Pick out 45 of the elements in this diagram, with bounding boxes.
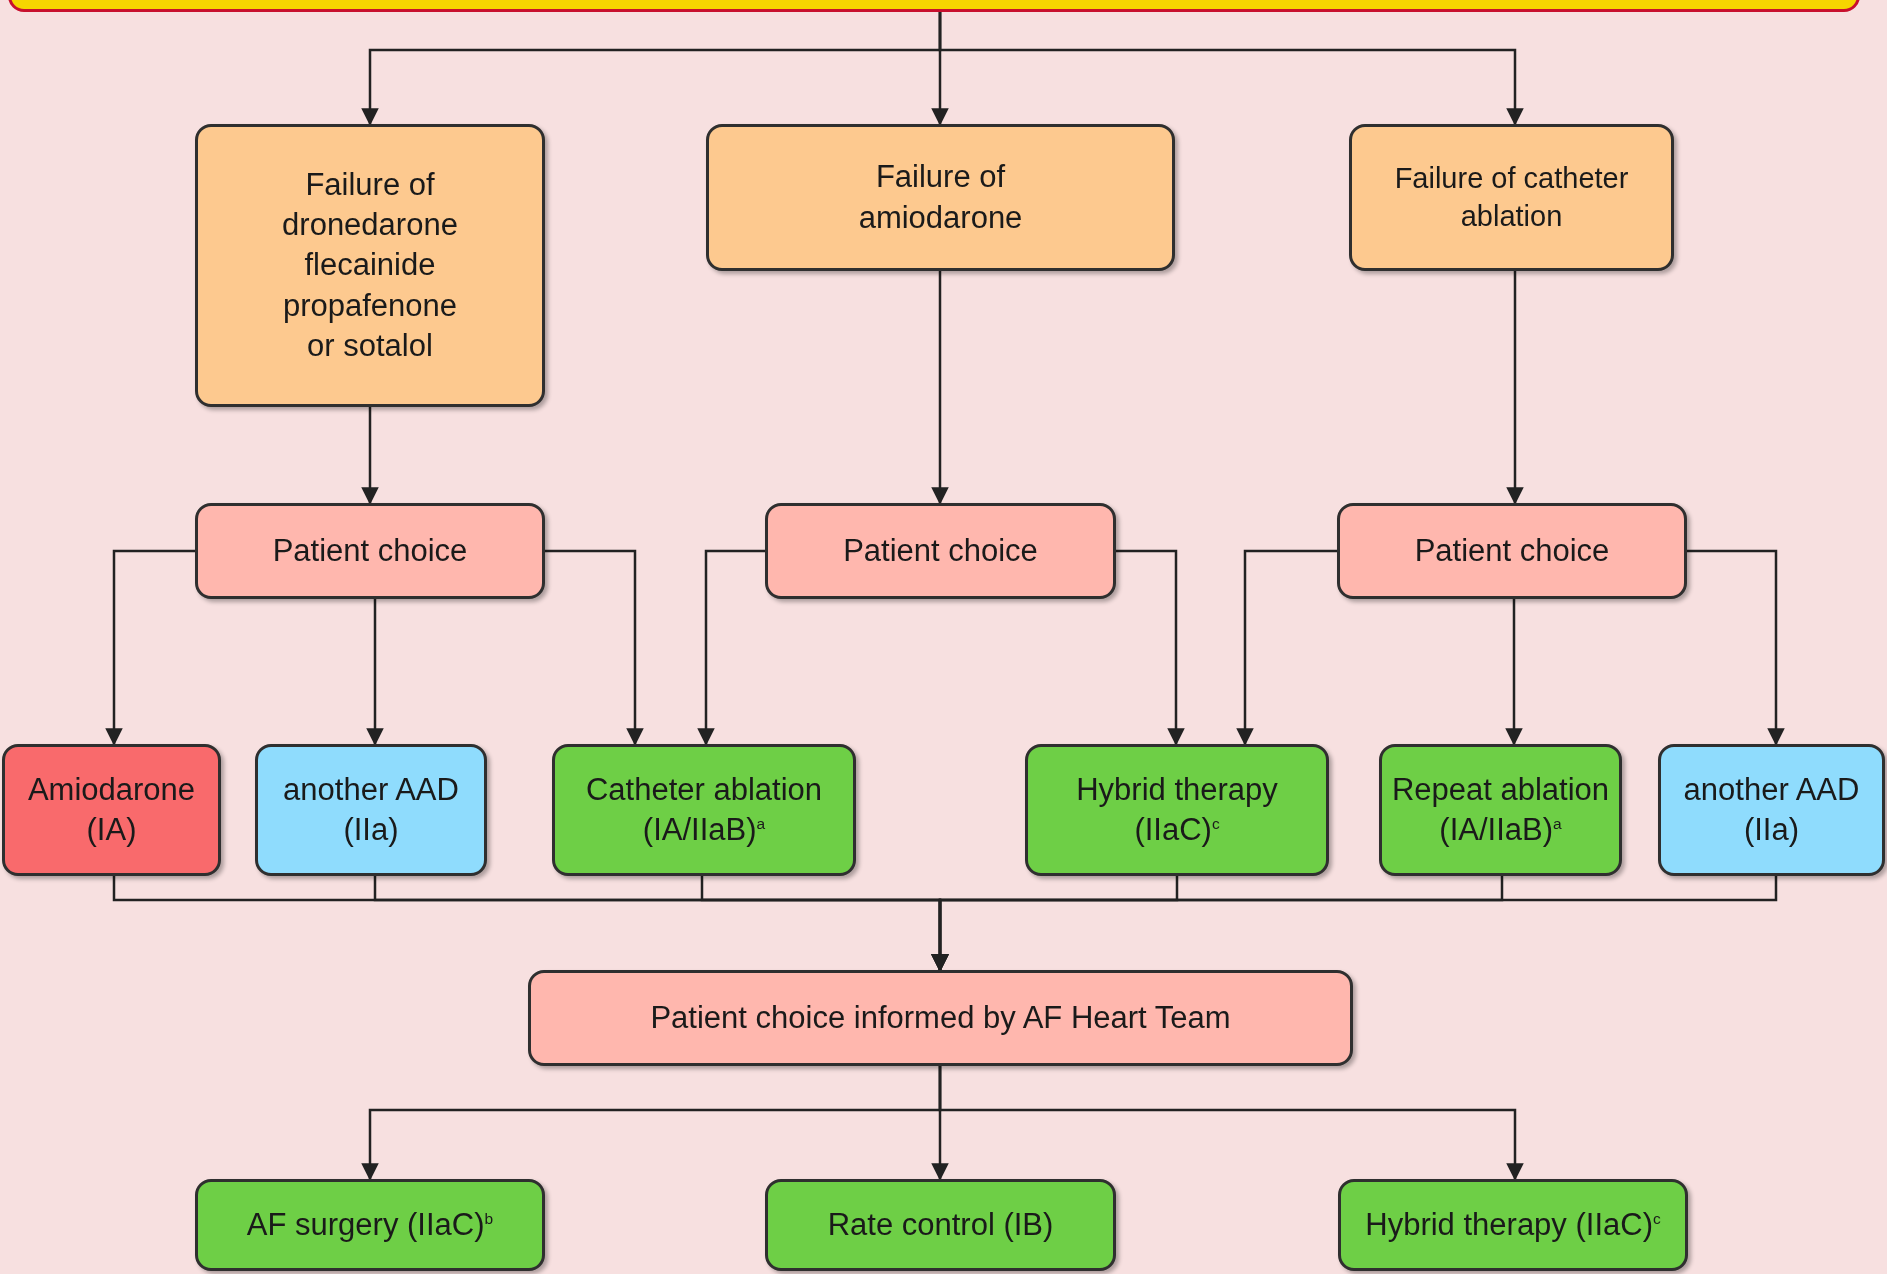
process-box	[706, 124, 1175, 271]
process-box	[195, 124, 545, 407]
arrow	[938, 12, 1524, 126]
option-box	[255, 744, 487, 876]
arrow	[1116, 549, 1185, 746]
decision-box	[765, 503, 1116, 599]
arrow	[1506, 271, 1524, 505]
decision-box	[1337, 503, 1687, 599]
option-box	[1338, 1179, 1688, 1271]
arrow	[545, 549, 644, 746]
option-box	[552, 744, 856, 876]
box-text: Repeat ablation (IA/IIaB)$^{a}$	[1390, 770, 1611, 849]
arrow	[1236, 549, 1337, 746]
option-box	[1379, 744, 1622, 876]
decision-box	[195, 503, 545, 599]
arrow	[938, 1066, 1524, 1181]
box-text: Rate control (IB)	[827, 1205, 1054, 1244]
option-box	[195, 1179, 545, 1271]
arrow	[1687, 549, 1785, 746]
arrow	[105, 549, 195, 746]
option-box	[765, 1179, 1116, 1271]
box-text: Failure of catheter ablation	[1393, 160, 1630, 234]
box-text: another AAD (IIa)	[282, 770, 460, 849]
box-text: Failure of amiodarone	[857, 158, 1024, 237]
box-text: Hybrid therapy (IIaC)$^{c}$	[1365, 1205, 1661, 1244]
box-text: Patient choice	[272, 531, 468, 570]
box-text: AF surgery (IIaC)$^{b}$	[246, 1205, 494, 1244]
option-box	[1025, 744, 1329, 876]
arrow	[361, 407, 379, 505]
option-box	[2, 744, 221, 876]
arrow	[366, 599, 384, 746]
box-text: Catheter ablation (IA/IIaB)$^{a}$	[584, 770, 824, 849]
process-box	[1349, 124, 1674, 271]
arrow	[697, 549, 765, 746]
arrow	[1505, 599, 1523, 746]
box-text: another AAD (IIa)	[1682, 770, 1861, 849]
box-text: Failure of dronedarone flecainide propafenone or sotalol	[281, 165, 459, 365]
box-text: Patient choice	[1414, 531, 1610, 570]
box-text: Amiodarone (IA)	[26, 770, 197, 849]
box-text: Patient choice	[843, 531, 1038, 570]
option-box	[1658, 744, 1885, 876]
decision-box	[528, 970, 1353, 1066]
box-text: Hybrid therapy (IIaC)$^{c}$	[1075, 770, 1279, 849]
arrow	[931, 271, 949, 505]
box-text: Patient choice informed by AF Heart Team	[650, 998, 1231, 1037]
